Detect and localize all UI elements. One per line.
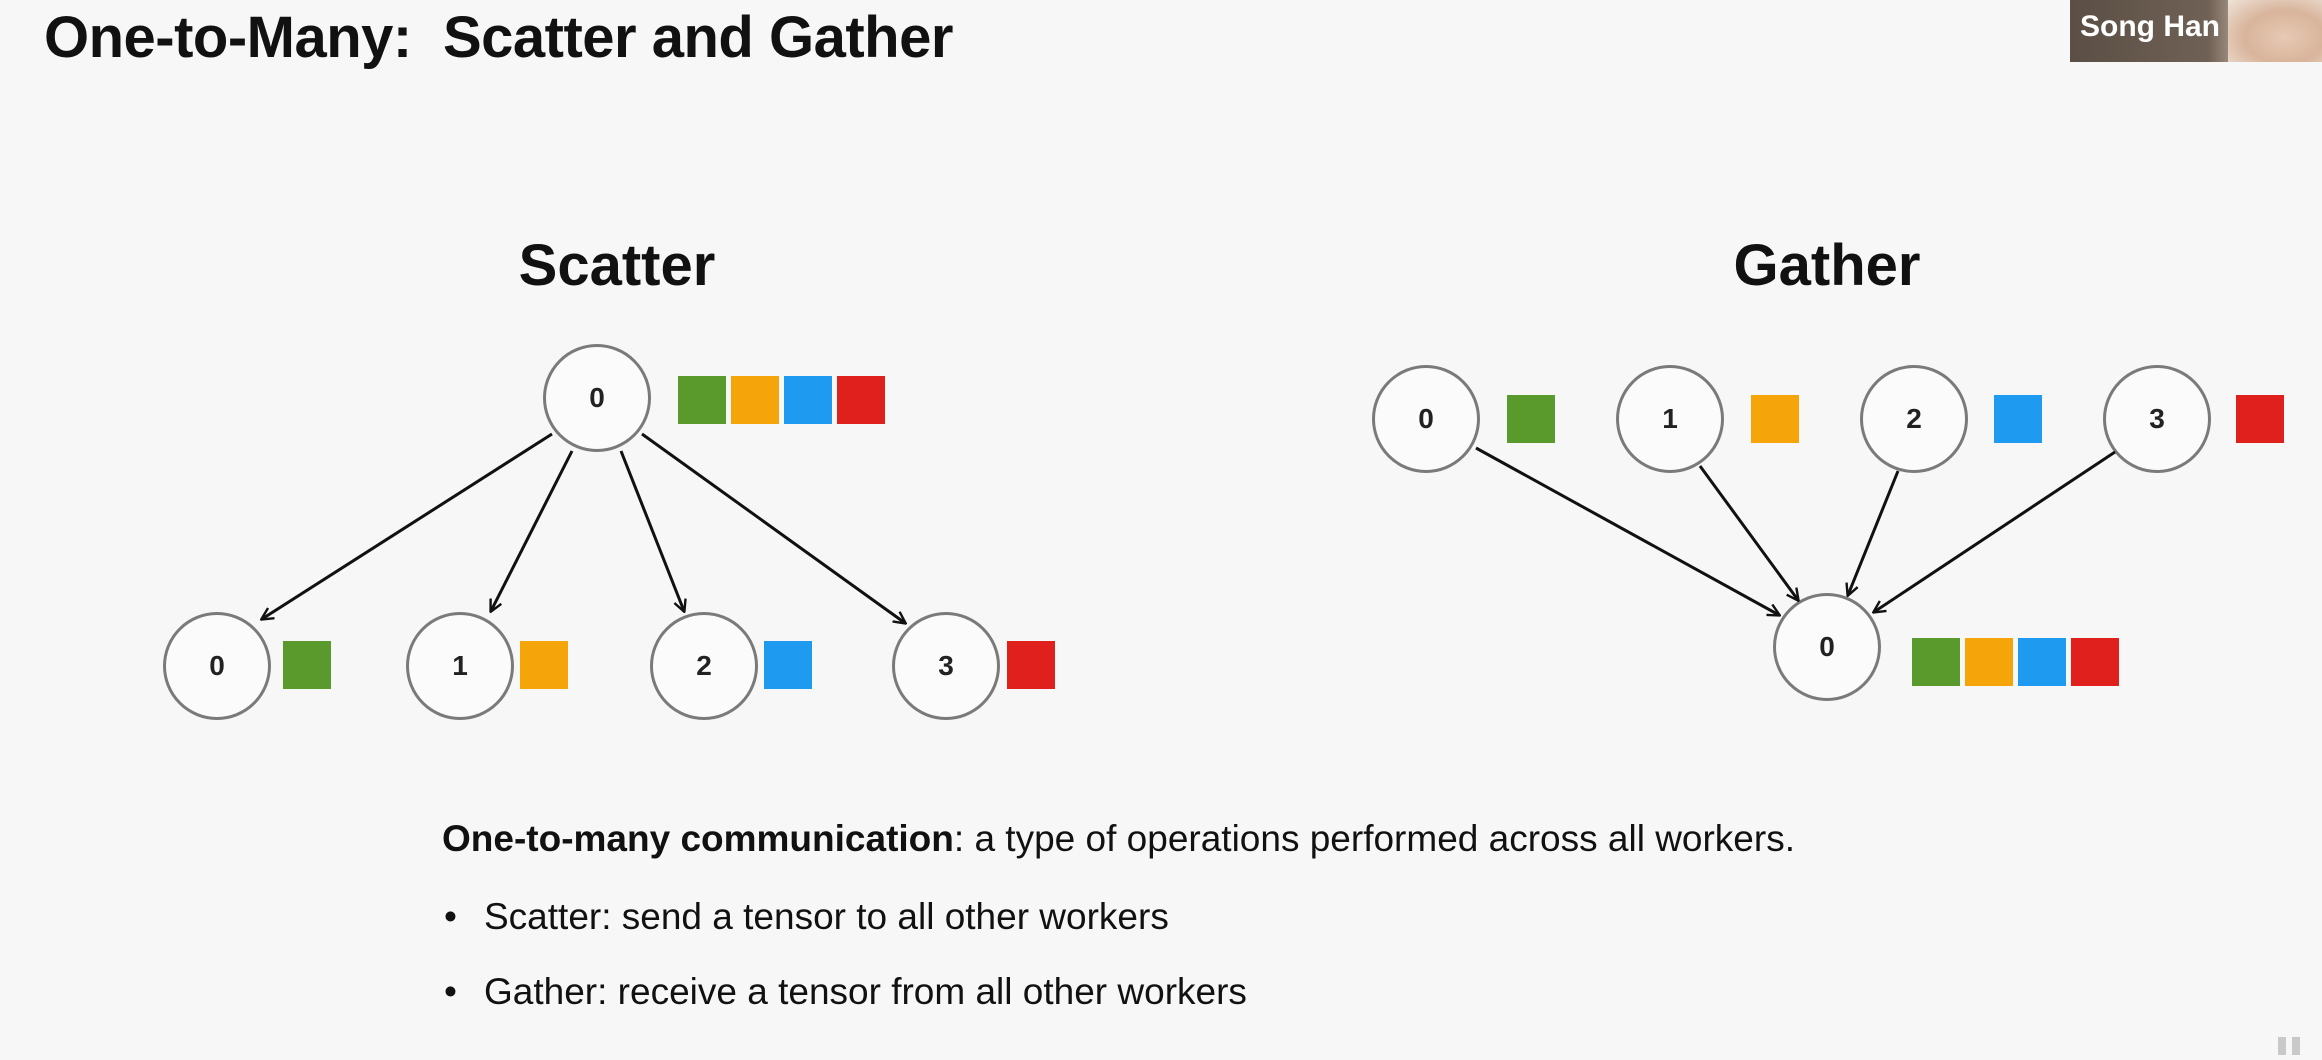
gather-worker-block-1: [1751, 395, 1799, 443]
scatter-worker-block-1: [520, 641, 568, 689]
bullet-scatter: • Scatter: send a tensor to all other wor…: [444, 896, 1169, 938]
gather-worker-label-0: 0: [1418, 403, 1434, 434]
presenter-name: Song Han: [2080, 10, 2220, 43]
scatter-title: Scatter: [518, 233, 716, 298]
scatter-worker-node-1: 1: [406, 612, 514, 720]
scatter-worker-block-3: [1007, 641, 1055, 689]
scatter-arrow-to-2: [619, 450, 684, 611]
scatter-root-node: 0: [543, 344, 651, 452]
gather-arrow-from-2: [1848, 470, 1900, 595]
gather-worker-block-0: [1507, 395, 1555, 443]
scatter-root-block-blue: [784, 376, 832, 424]
scatter-worker-label-3: 3: [938, 650, 954, 681]
scatter-worker-node-3: 3: [892, 612, 1000, 720]
scatter-arrow-to-1: [491, 450, 574, 611]
gather-root-block-blue: [2018, 638, 2066, 686]
scatter-arrow-to-0: [262, 432, 553, 619]
gather-worker-label-2: 2: [1906, 403, 1922, 434]
gather-worker-node-1: 1: [1616, 365, 1724, 473]
presenter-avatar: [2228, 0, 2322, 62]
scatter-root-block-orange: [731, 376, 779, 424]
gather-root-block-green: [1912, 638, 1960, 686]
scatter-root-block-green: [678, 376, 726, 424]
scatter-worker-block-2: [764, 641, 812, 689]
scatter-root-label: 0: [589, 382, 605, 413]
bullet-dot: •: [444, 896, 457, 937]
gather-root-block-orange: [1965, 638, 2013, 686]
scatter-worker-node-2: 2: [650, 612, 758, 720]
description-line: One-to-many communication: a type of ope…: [442, 818, 1795, 860]
bullet-dot: •: [444, 971, 457, 1012]
scatter-worker-label-1: 1: [452, 650, 468, 681]
gather-arrow-from-3: [1874, 450, 2116, 612]
bullet-gather: • Gather: receive a tensor from all other…: [444, 971, 1247, 1013]
gather-arrow-from-1: [1698, 465, 1798, 600]
corner-control-icon[interactable]: [2278, 1037, 2318, 1055]
bullet-gather-text: Gather: receive a tensor from all other …: [484, 971, 1247, 1012]
presenter-video-tile[interactable]: Song Han: [2070, 0, 2322, 62]
gather-worker-block-2: [1994, 395, 2042, 443]
gather-root-node: 0: [1773, 593, 1881, 701]
bullet-scatter-text: Scatter: send a tensor to all other work…: [484, 896, 1169, 937]
gather-worker-block-3: [2236, 395, 2284, 443]
scatter-worker-node-0: 0: [163, 612, 271, 720]
gather-arrow-from-0: [1475, 446, 1779, 615]
scatter-worker-label-0: 0: [209, 650, 225, 681]
gather-root-label: 0: [1819, 631, 1835, 662]
scatter-worker-label-2: 2: [696, 650, 712, 681]
slide-title: One-to-Many: Scatter and Gather: [44, 5, 953, 70]
gather-worker-node-0: 0: [1372, 365, 1480, 473]
description-rest: : a type of operations performed across …: [953, 818, 1795, 859]
gather-worker-node-3: 3: [2103, 365, 2211, 473]
description-bold: One-to-many communication: [442, 818, 954, 859]
gather-root-block-red: [2071, 638, 2119, 686]
gather-title: Gather: [1733, 233, 1921, 298]
gather-worker-label-1: 1: [1662, 403, 1678, 434]
scatter-worker-block-0: [283, 641, 331, 689]
gather-worker-label-3: 3: [2149, 403, 2165, 434]
scatter-arrow-to-3: [641, 432, 905, 623]
gather-worker-node-2: 2: [1860, 365, 1968, 473]
scatter-root-block-red: [837, 376, 885, 424]
